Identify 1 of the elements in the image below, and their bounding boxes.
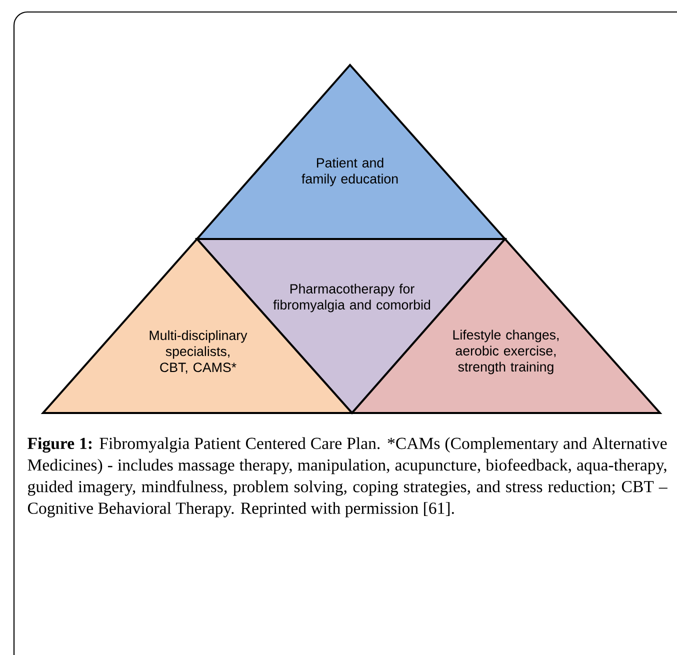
figure-caption: Figure 1: Fibromyalgia Patient Centered Care Plan. *CAMs (Complementary and Alternative Medicines) - includes massage therapy, manipulation, acupuncture, biofeedback, aqua-therapy, guided imagery, mindfulness, problem solving, coping strategies, and stress reduction; CBT – Cognitive Behavioral Therapy. Reprinted with permission [61]. [28,437,668,518]
